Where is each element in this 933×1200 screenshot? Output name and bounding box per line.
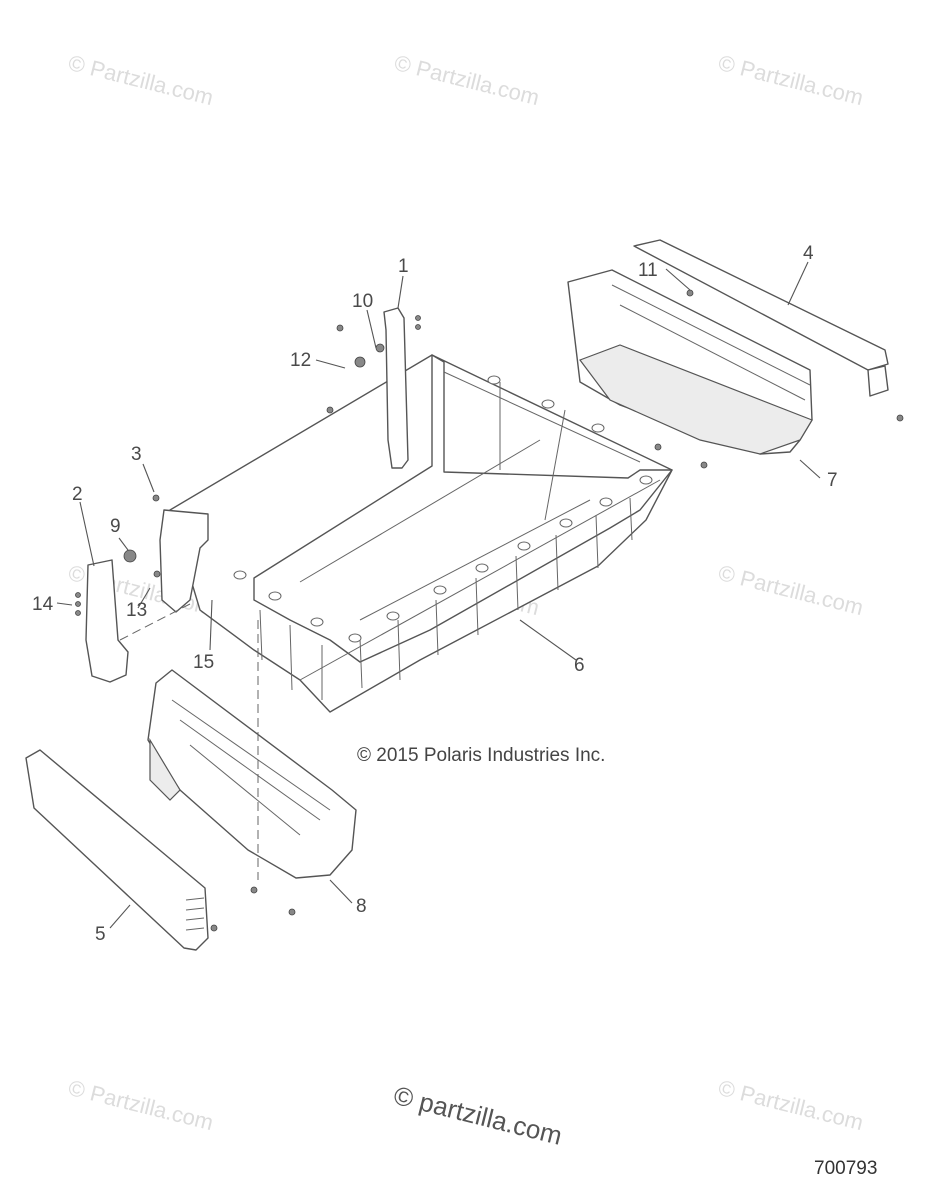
callout-4: 4	[803, 243, 814, 264]
tailgate	[25, 749, 209, 951]
hardware	[75, 289, 904, 932]
front-frame	[147, 669, 357, 879]
upper-bracket	[383, 307, 409, 469]
callout-3: 3	[131, 444, 142, 465]
callout-9: 9	[110, 516, 121, 537]
copyright-notice: © 2015 Polaris Industries Inc.	[357, 745, 606, 766]
diagram-id: 700793	[814, 1158, 878, 1179]
left-bracket	[85, 559, 129, 683]
callout-2: 2	[72, 484, 83, 505]
callout-11: 11	[638, 260, 658, 281]
leader-lines	[56, 261, 821, 929]
callout-6: 6	[574, 655, 585, 676]
callout-12: 12	[290, 350, 311, 371]
cargo-box	[169, 354, 673, 713]
callout-13: 13	[126, 600, 147, 621]
rear-panel	[567, 239, 889, 455]
callout-14: 14	[32, 594, 54, 615]
callout-7: 7	[827, 470, 838, 491]
side-panel	[159, 509, 209, 613]
callout-15: 15	[193, 652, 214, 673]
callout-1: 1	[398, 256, 409, 277]
callout-5: 5	[95, 924, 106, 945]
callout-8: 8	[356, 896, 367, 917]
callout-10: 10	[352, 291, 373, 312]
